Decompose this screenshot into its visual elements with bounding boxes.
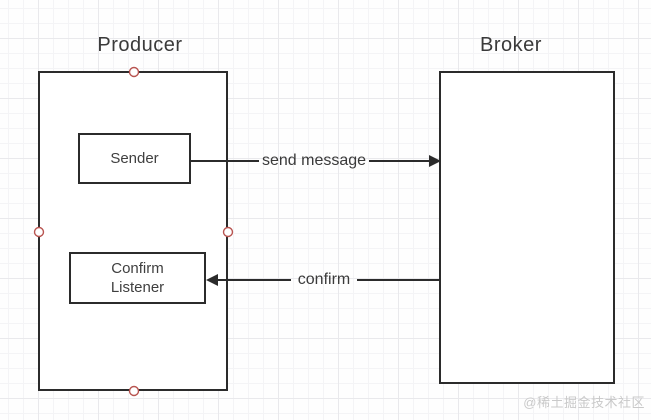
confirm-edge-label: confirm: [297, 271, 351, 288]
sender-shape: Sender: [78, 133, 191, 184]
juejin-watermark: @稀土掘金技术社区: [523, 395, 645, 410]
producer-container-shape: [38, 71, 228, 391]
send-message-edge-label: send message: [261, 152, 367, 169]
broker-container-shape: [439, 71, 615, 384]
producer-title: Producer: [97, 34, 183, 56]
confirm-listener-shape: Confirm Listener: [69, 252, 206, 304]
broker-title: Broker: [480, 34, 542, 56]
